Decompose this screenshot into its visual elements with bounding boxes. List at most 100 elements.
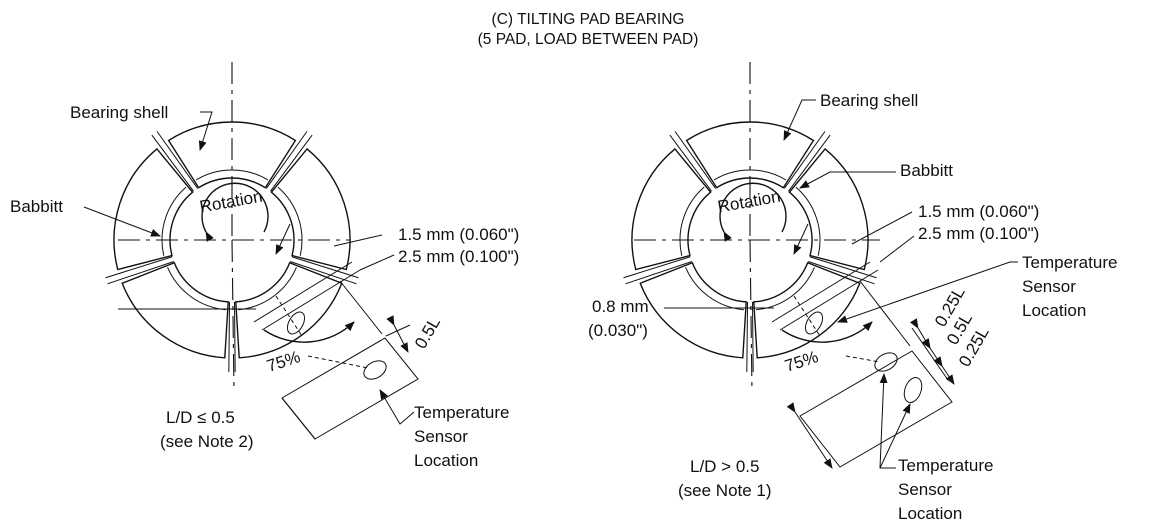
left-gap-line-2-1 xyxy=(270,134,313,192)
right-pad-section-line-1 xyxy=(771,261,871,323)
right-gap-line-5-1 xyxy=(623,256,691,279)
right-bearing-pads xyxy=(631,121,869,359)
left-gap-line-1-2 xyxy=(151,134,194,192)
right-babbitt-5 xyxy=(679,186,705,256)
right-gap-dim-2: 2.5 mm (0.100") xyxy=(918,224,1039,243)
right-gap-leader-2 xyxy=(879,235,915,263)
right-gap-line-4-1 xyxy=(746,301,749,372)
right-sensor-top-label-3: Location xyxy=(1022,301,1086,320)
right-sensor-bot-label-1: Temperature xyxy=(898,456,993,475)
right-lower-centerline xyxy=(749,239,753,393)
left-pad-detail-end xyxy=(281,397,316,440)
left-ratio-label: L/D ≤ 0.5 xyxy=(166,408,235,427)
right-offset-label-2: (0.030") xyxy=(588,321,648,340)
right-sensor-hole xyxy=(804,311,824,335)
left-bearing-shell-leader xyxy=(198,111,213,151)
right-gap-line-5-2 xyxy=(625,261,693,285)
right-sensor-projection xyxy=(793,295,821,337)
right-75-arc xyxy=(781,321,873,343)
right-sensor-top-label-2: Sensor xyxy=(1022,277,1076,296)
left-babbitt-1 xyxy=(195,169,269,181)
right-gap-line-3-1 xyxy=(807,261,875,285)
right-babbitt-label: Babbitt xyxy=(900,161,953,180)
right-bearing-shell-leader xyxy=(783,99,816,141)
right-gap-dim-1: 1.5 mm (0.060") xyxy=(918,202,1039,221)
right-rotation-label: Rotation xyxy=(716,187,782,217)
left-babbitt-label: Babbitt xyxy=(10,197,63,216)
left-pad-gaps xyxy=(105,131,359,372)
right-detail-sensor-1 xyxy=(874,352,898,372)
right-pad-4 xyxy=(639,261,747,359)
left-gap-arrow xyxy=(275,223,291,255)
left-babbitt-5 xyxy=(161,186,187,256)
left-gap-line-4-1 xyxy=(228,301,231,372)
right-ratio-label: L/D > 0.5 xyxy=(690,457,759,476)
left-lower-centerline xyxy=(231,239,235,393)
left-rotation-arrow xyxy=(201,182,269,242)
right-gap-leader-1 xyxy=(851,211,913,245)
right-rotation-arrow xyxy=(719,182,787,242)
left-sensor-projection xyxy=(275,295,303,337)
right-detail-projection xyxy=(845,355,881,363)
left-gap-line-1-1 xyxy=(156,131,199,189)
right-babbitt-1 xyxy=(713,169,787,181)
right-gap-line-2-1 xyxy=(788,134,831,192)
right-offset-label-1: 0.8 mm xyxy=(592,297,649,316)
right-babbitt-leader xyxy=(799,171,896,189)
right-gap-line-3-2 xyxy=(809,256,877,279)
right-gap-line-1-1 xyxy=(674,131,717,189)
right-pad-1 xyxy=(685,121,815,189)
left-babbitt-2 xyxy=(277,186,303,256)
left-gap-line-3-1 xyxy=(289,261,357,285)
right-babbitt-4 xyxy=(685,267,744,311)
left-detail-projection xyxy=(307,355,369,369)
left-pad-section-line-1 xyxy=(253,261,353,323)
right-sensor-top-label-1: Temperature xyxy=(1022,253,1117,272)
right-gap-line-1-2 xyxy=(669,134,712,192)
left-pad-section-line-2 xyxy=(261,269,361,331)
right-sensor-bot-leader-1 xyxy=(879,373,896,469)
left-gap-line-4-2 xyxy=(233,301,236,372)
left-pad-2 xyxy=(270,147,351,271)
left-sensor-label-2: Sensor xyxy=(414,427,468,446)
left-pad-3 xyxy=(235,261,343,359)
right-dim-ext xyxy=(911,327,949,381)
left-sensor-hole xyxy=(286,311,306,335)
right-q2-dim-arrow xyxy=(933,356,955,385)
left-sensor-leader xyxy=(379,389,415,425)
right-pad-gaps xyxy=(623,131,877,372)
left-gap-line-5-2 xyxy=(107,261,175,285)
right-pad-2 xyxy=(788,147,869,271)
left-babbitt-4 xyxy=(167,267,226,311)
left-detail-sensor xyxy=(363,360,387,380)
left-note-label: (see Note 2) xyxy=(160,432,254,451)
left-bearing-shell-label: Bearing shell xyxy=(70,103,168,122)
right-bearing-shell-label: Bearing shell xyxy=(820,91,918,110)
left-75-arc xyxy=(263,321,355,343)
left-ext-line-2 xyxy=(385,324,411,337)
left-ext-line-1 xyxy=(339,280,383,335)
right-pad-section-line-2 xyxy=(779,269,879,331)
left-pad-1 xyxy=(167,121,297,189)
left-gap-line-2-2 xyxy=(265,131,308,189)
left-pad-4 xyxy=(121,261,229,359)
left-babbitt-3 xyxy=(238,267,297,311)
left-gap-line-3-2 xyxy=(291,256,359,279)
right-pad-3 xyxy=(753,261,861,359)
left-rotation-label: Rotation xyxy=(198,187,264,217)
left-half-dim-label: 0.5L xyxy=(411,314,444,352)
left-sensor-label-3: Location xyxy=(414,451,478,470)
left-pad-5 xyxy=(113,147,194,271)
right-detail-sensor-2 xyxy=(903,376,923,404)
right-bearing: Rotation Bearing shell Babbitt 1.5 mm (0… xyxy=(588,62,1117,523)
right-gap-line-2-2 xyxy=(783,131,826,189)
right-length-dim-arrow xyxy=(786,402,833,469)
left-gap-line-5-1 xyxy=(105,256,173,279)
left-half-dim-arrow xyxy=(386,315,409,353)
right-note-label: (see Note 1) xyxy=(678,481,772,500)
title-line-1: (C) TILTING PAD BEARING xyxy=(492,11,685,28)
right-pad-5 xyxy=(631,147,712,271)
left-bearing: Rotation Bearing shell Babbitt 1.5 mm (0… xyxy=(10,62,519,470)
